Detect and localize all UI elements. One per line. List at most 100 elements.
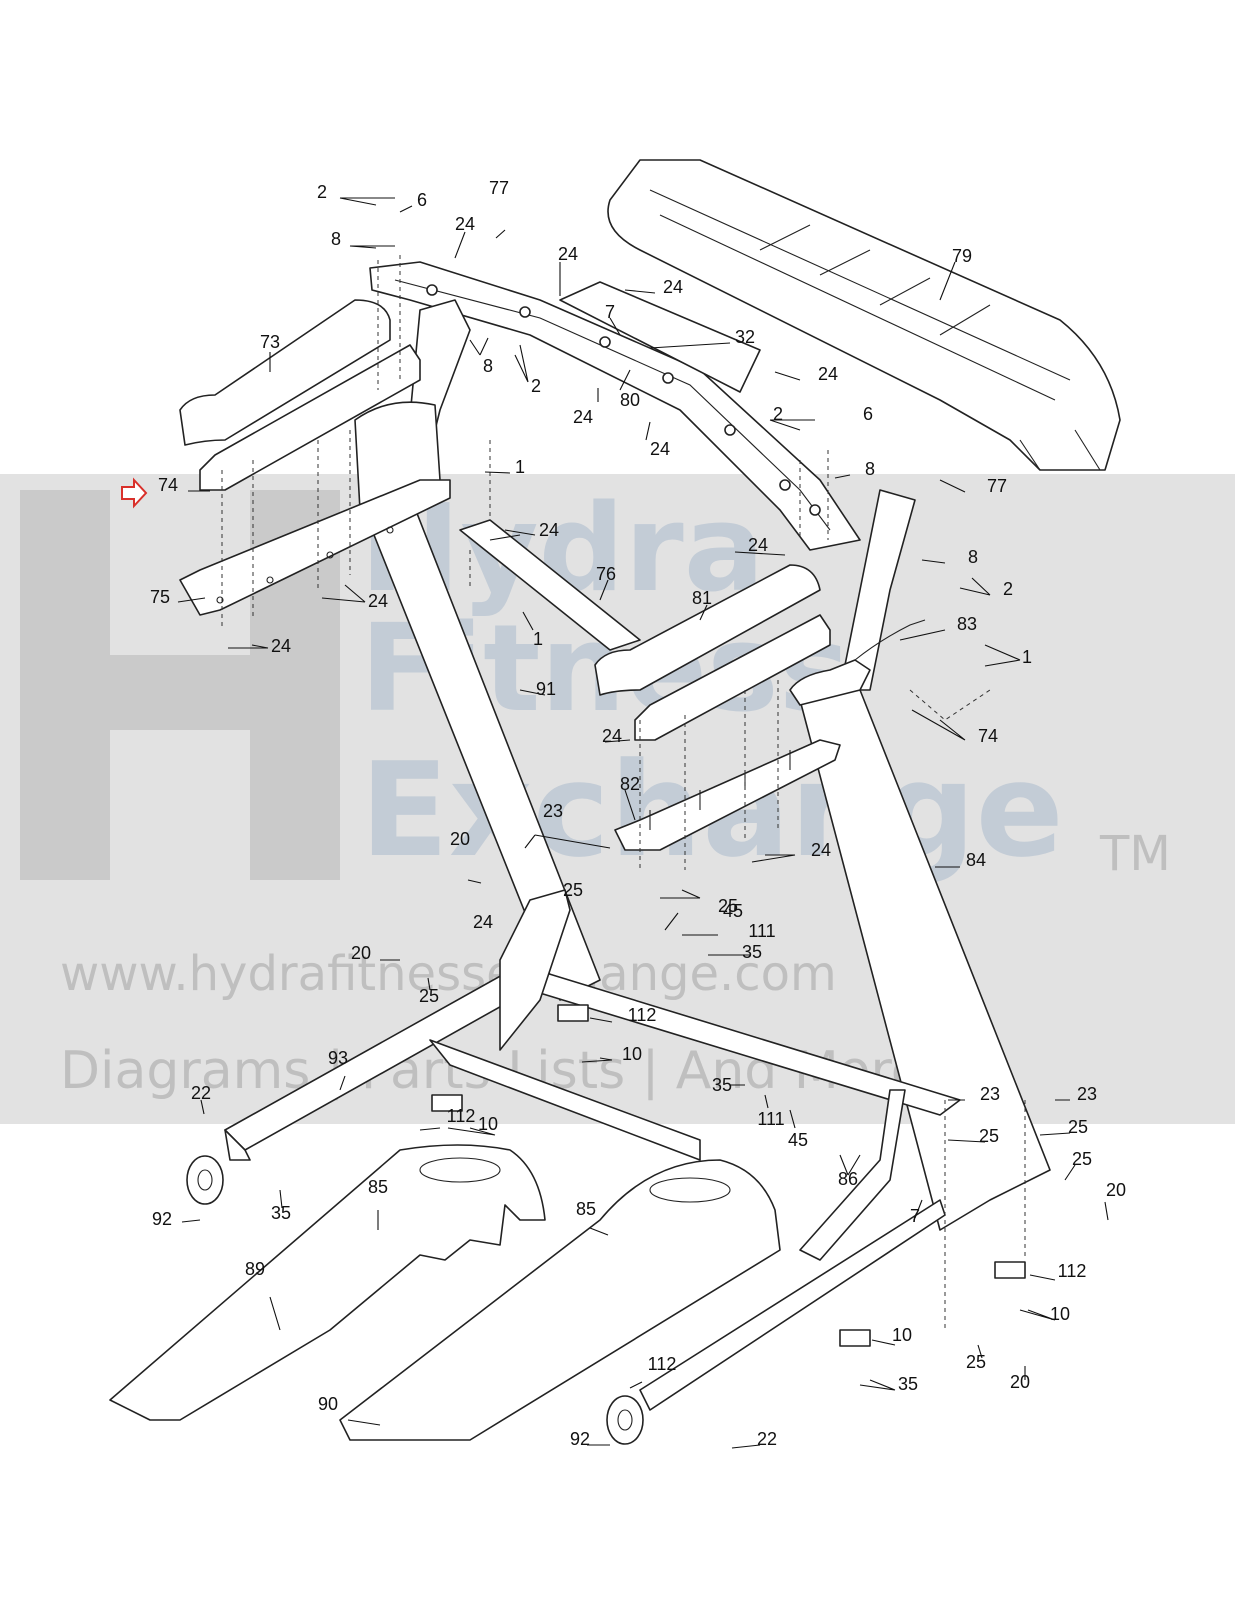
- callout-label-24: 24: [539, 520, 559, 540]
- callout-label-112: 112: [447, 1106, 476, 1126]
- callout-label-24: 24: [663, 277, 683, 297]
- callout-label-20: 20: [351, 943, 371, 963]
- callout-label-1: 1: [515, 457, 525, 477]
- callout-label-20: 20: [450, 829, 470, 849]
- callout-label-89: 89: [245, 1259, 265, 1279]
- callout-label-2: 2: [773, 404, 783, 424]
- callout-label-82: 82: [620, 774, 640, 794]
- callout-label-23: 23: [1077, 1084, 1097, 1104]
- callout-label-35: 35: [742, 942, 762, 962]
- callout-label-24: 24: [473, 912, 493, 932]
- part-handle-grip-left: [179, 299, 391, 446]
- callout-label-24: 24: [573, 407, 593, 427]
- callout-label-10: 10: [622, 1044, 642, 1064]
- part-cross-tube: [459, 519, 641, 651]
- callout-label-93: 93: [328, 1048, 348, 1068]
- part-handle-base-left: [179, 479, 451, 616]
- callout-label-80: 80: [620, 390, 640, 410]
- part-side-cover-left: [109, 1144, 546, 1421]
- part-console-tray: [607, 159, 1121, 471]
- callout-label-25: 25: [966, 1352, 986, 1372]
- callout-label-77: 77: [987, 476, 1007, 496]
- callout-label-24: 24: [455, 214, 475, 234]
- callout-label-32: 32: [735, 327, 755, 347]
- part-sensor-bracket: [789, 619, 926, 706]
- callout-label-24: 24: [748, 535, 768, 555]
- callout-label-7: 7: [910, 1206, 920, 1226]
- part-wheel-right: [606, 1395, 644, 1445]
- callout-label-8: 8: [483, 356, 493, 376]
- callout-label-74: 74: [158, 475, 178, 495]
- callout-label-81: 81: [692, 588, 712, 608]
- watermark-trademark: TM: [1100, 826, 1171, 882]
- callout-label-92: 92: [152, 1209, 172, 1229]
- callout-label-6: 6: [863, 404, 873, 424]
- callout-label-24: 24: [602, 726, 622, 746]
- callout-label-77: 77: [489, 178, 509, 198]
- callout-label-1: 1: [533, 629, 543, 649]
- part-handle-tube-right: [634, 614, 831, 741]
- callout-label-25: 25: [1068, 1117, 1088, 1137]
- callout-label-25: 25: [1072, 1149, 1092, 1169]
- callout-label-24: 24: [558, 244, 578, 264]
- assembly-guide-lines: [221, 255, 1026, 1330]
- part-handle-grip-right: [594, 564, 821, 696]
- callout-label-24: 24: [811, 840, 831, 860]
- callout-label-24: 24: [368, 591, 388, 611]
- callout-label-91: 91: [536, 679, 556, 699]
- callout-label-112: 112: [628, 1005, 657, 1025]
- part-handle-tube-left: [199, 344, 421, 491]
- callout-label-112: 112: [648, 1354, 677, 1374]
- callout-label-20: 20: [1106, 1180, 1126, 1200]
- part-top-crossbar: [369, 261, 861, 551]
- callout-label-2: 2: [1003, 579, 1013, 599]
- callout-label-79: 79: [952, 246, 972, 266]
- callout-label-73: 73: [260, 332, 280, 352]
- part-wheel-left: [186, 1155, 224, 1205]
- callout-label-25: 25: [718, 896, 738, 916]
- callout-label-22: 22: [757, 1429, 777, 1449]
- callout-label-25: 25: [563, 880, 583, 900]
- callout-label-45: 45: [788, 1130, 808, 1150]
- callout-label-20: 20: [1010, 1372, 1030, 1392]
- part-right-upright: [799, 489, 1051, 1231]
- callout-label-10: 10: [1050, 1304, 1070, 1324]
- callout-label-86: 86: [838, 1169, 858, 1189]
- part-base-frame: [224, 889, 961, 1411]
- callout-label-24: 24: [271, 636, 291, 656]
- part-side-cover-right: [339, 1159, 781, 1441]
- callout-label-24: 24: [818, 364, 838, 384]
- callout-label-84: 84: [966, 850, 986, 870]
- callout-label-8: 8: [331, 229, 341, 249]
- callout-label-24: 24: [650, 439, 670, 459]
- watermark-url: www.hydrafitnessexchange.com: [60, 946, 837, 1002]
- callout-label-10: 10: [478, 1114, 498, 1134]
- callout-label-2: 2: [317, 182, 327, 202]
- callout-label-25: 25: [419, 986, 439, 1006]
- callout-label-23: 23: [980, 1084, 1000, 1104]
- callout-label-1: 1: [1022, 647, 1032, 667]
- callout-label-8: 8: [968, 547, 978, 567]
- callout-label-2: 2: [531, 376, 541, 396]
- callout-label-7: 7: [605, 302, 615, 322]
- callout-label-22: 22: [191, 1083, 211, 1103]
- callout-label-6: 6: [417, 190, 427, 210]
- callout-label-83: 83: [957, 614, 977, 634]
- highlight-arrow-icon: [121, 477, 148, 509]
- callout-label-111: 111: [757, 1109, 784, 1129]
- callout-label-90: 90: [318, 1394, 338, 1414]
- callout-label-35: 35: [712, 1075, 732, 1095]
- callout-label-35: 35: [898, 1374, 918, 1394]
- callout-label-75: 75: [150, 587, 170, 607]
- part-leveling-feet: [431, 1004, 1026, 1347]
- callout-label-45: 45: [723, 901, 743, 921]
- callout-label-23: 23: [543, 801, 563, 821]
- part-handle-base-right: [614, 739, 841, 851]
- callout-leader-lines: [177, 197, 1109, 1449]
- callout-label-25: 25: [979, 1126, 999, 1146]
- callout-label-10: 10: [892, 1325, 912, 1345]
- callout-label-76: 76: [596, 564, 616, 584]
- callout-label-92: 92: [570, 1429, 590, 1449]
